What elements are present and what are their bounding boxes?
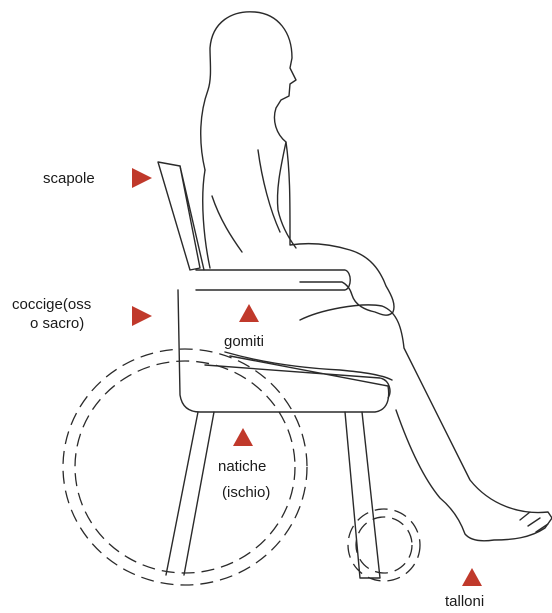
label-natiche-line2: (ischio) [222,484,270,501]
label-coccige-line1: coccige(oss [12,296,91,313]
label-gomiti: gomiti [224,333,264,350]
scapole-marker [132,168,152,188]
label-coccige-line2: o sacro) [30,315,84,332]
coccige-marker [132,306,152,326]
label-talloni: talloni [445,593,484,610]
natiche-marker [233,428,253,446]
label-scapole: scapole [43,170,95,187]
label-natiche-line1: natiche [218,458,266,475]
gomiti-marker [239,304,259,322]
markers [132,168,482,586]
talloni-marker [462,568,482,586]
